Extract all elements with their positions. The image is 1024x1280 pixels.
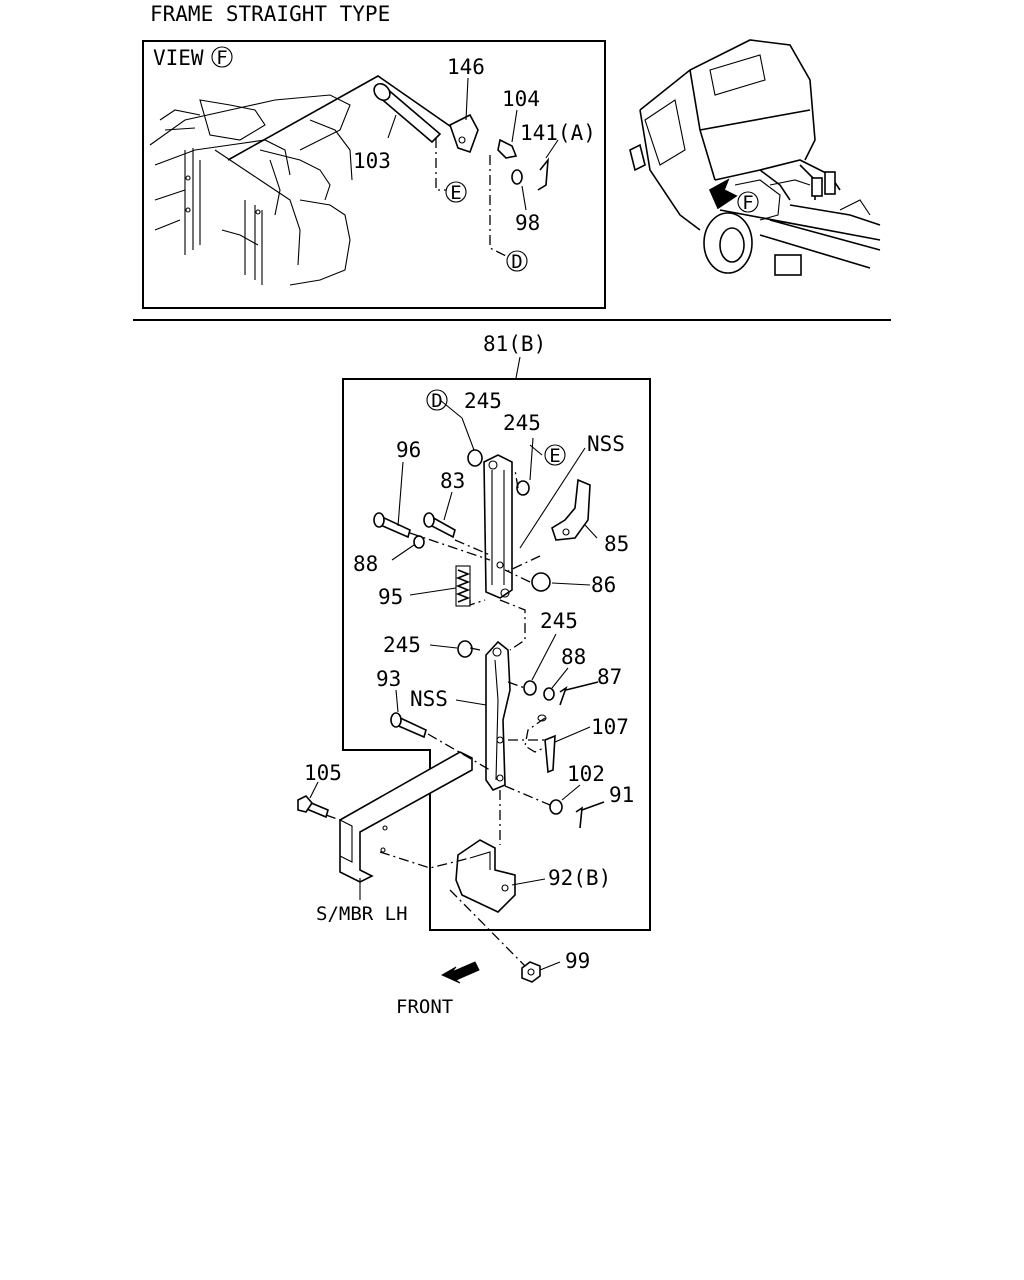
side-member-label: S/MBR LH (316, 903, 408, 925)
callout-95: 95 (378, 585, 403, 609)
view-f-title: VIEW (153, 46, 204, 70)
assembly-leaders (309, 399, 598, 971)
ref-d-circle-assembly (426, 389, 448, 411)
diagram-title: FRAME STRAIGHT TYPE (150, 2, 390, 26)
front-label: FRONT (396, 996, 453, 1018)
front-arrow-icon (440, 961, 480, 984)
pin-103 (373, 82, 442, 144)
lower-link (485, 640, 511, 791)
ring-86 (531, 572, 551, 592)
assembly-81b-outline (342, 378, 651, 931)
callout-107: 107 (591, 715, 629, 739)
callout-88-b: 88 (561, 645, 586, 669)
view-f-frame (142, 40, 606, 309)
callout-245-a: 245 (464, 389, 502, 413)
bolt-104 (497, 138, 518, 159)
bushing-245-top (467, 449, 483, 467)
ref-e-circle (445, 181, 467, 203)
callout-nss-top: NSS (587, 432, 625, 456)
callout-87: 87 (597, 665, 622, 689)
leader-104 (511, 109, 518, 143)
callout-92b: 92(B) (548, 866, 611, 890)
view-f-marker-circle (211, 46, 233, 68)
callout-98: 98 (515, 211, 540, 235)
truck-f-marker: F (742, 192, 753, 214)
ref-d-assembly: D (431, 390, 442, 412)
side-member-lh (339, 751, 473, 883)
washer-88-upper (413, 535, 425, 549)
leader-98 (521, 185, 527, 211)
callout-86: 86 (591, 573, 616, 597)
callout-245-d: 245 (383, 633, 421, 657)
nut-99 (521, 961, 541, 983)
bracket-85 (551, 478, 591, 541)
ref-line-d (489, 155, 507, 257)
view-f-marker: F (216, 47, 227, 69)
callout-96: 96 (396, 438, 421, 462)
callout-83: 83 (440, 469, 465, 493)
bracket-92b (455, 839, 516, 913)
chain-pin-107 (524, 714, 556, 774)
bushing-245-mid-left (457, 640, 473, 658)
pin-87 (559, 681, 599, 706)
bracket-146 (449, 113, 479, 154)
leader-141 (545, 139, 559, 159)
upper-link (483, 454, 513, 599)
ref-e-marker: E (450, 182, 461, 204)
ref-line-e (435, 138, 446, 191)
link-connection-line (499, 599, 526, 651)
group-label-81b: 81(B) (483, 332, 546, 356)
bolt-96 (373, 512, 411, 539)
truck-f-marker-circle (737, 191, 759, 213)
pin-91 (575, 801, 605, 829)
ref-e-circle-assembly (544, 444, 566, 466)
callout-85: 85 (604, 532, 629, 556)
bolt-83 (423, 512, 456, 539)
washer-98 (511, 169, 523, 185)
callout-103: 103 (353, 149, 391, 173)
callout-245-c: 245 (540, 609, 578, 633)
view-f-frame-structure (149, 94, 353, 286)
washer-102 (549, 799, 563, 815)
callout-105: 105 (304, 761, 342, 785)
spring-95 (455, 565, 471, 607)
bolt-93 (390, 712, 427, 739)
callout-146: 146 (447, 55, 485, 79)
assembly-lines (325, 469, 551, 967)
washer-88-lower (543, 687, 555, 701)
leader-103 (387, 114, 397, 139)
callout-nss-mid: NSS (410, 687, 448, 711)
ref-d-marker: D (511, 251, 522, 273)
callout-104: 104 (502, 87, 540, 111)
bolt-105 (297, 795, 329, 819)
callout-102: 102 (567, 762, 605, 786)
leader-81b (515, 356, 521, 379)
callout-141: 141(A) (520, 121, 596, 145)
bushing-245-mid-right (523, 680, 537, 696)
callout-91: 91 (609, 783, 634, 807)
cotter-pin-141 (537, 157, 550, 191)
ref-d-circle (506, 250, 528, 272)
ref-e-assembly: E (549, 445, 560, 467)
truck-illustration (629, 39, 881, 276)
bushing-245-right (516, 480, 530, 496)
callout-99: 99 (565, 949, 590, 973)
callout-245-b: 245 (503, 411, 541, 435)
view-f-pin-leader (227, 75, 471, 161)
leader-146 (465, 77, 469, 121)
callout-93: 93 (376, 667, 401, 691)
callout-88-a: 88 (353, 552, 378, 576)
